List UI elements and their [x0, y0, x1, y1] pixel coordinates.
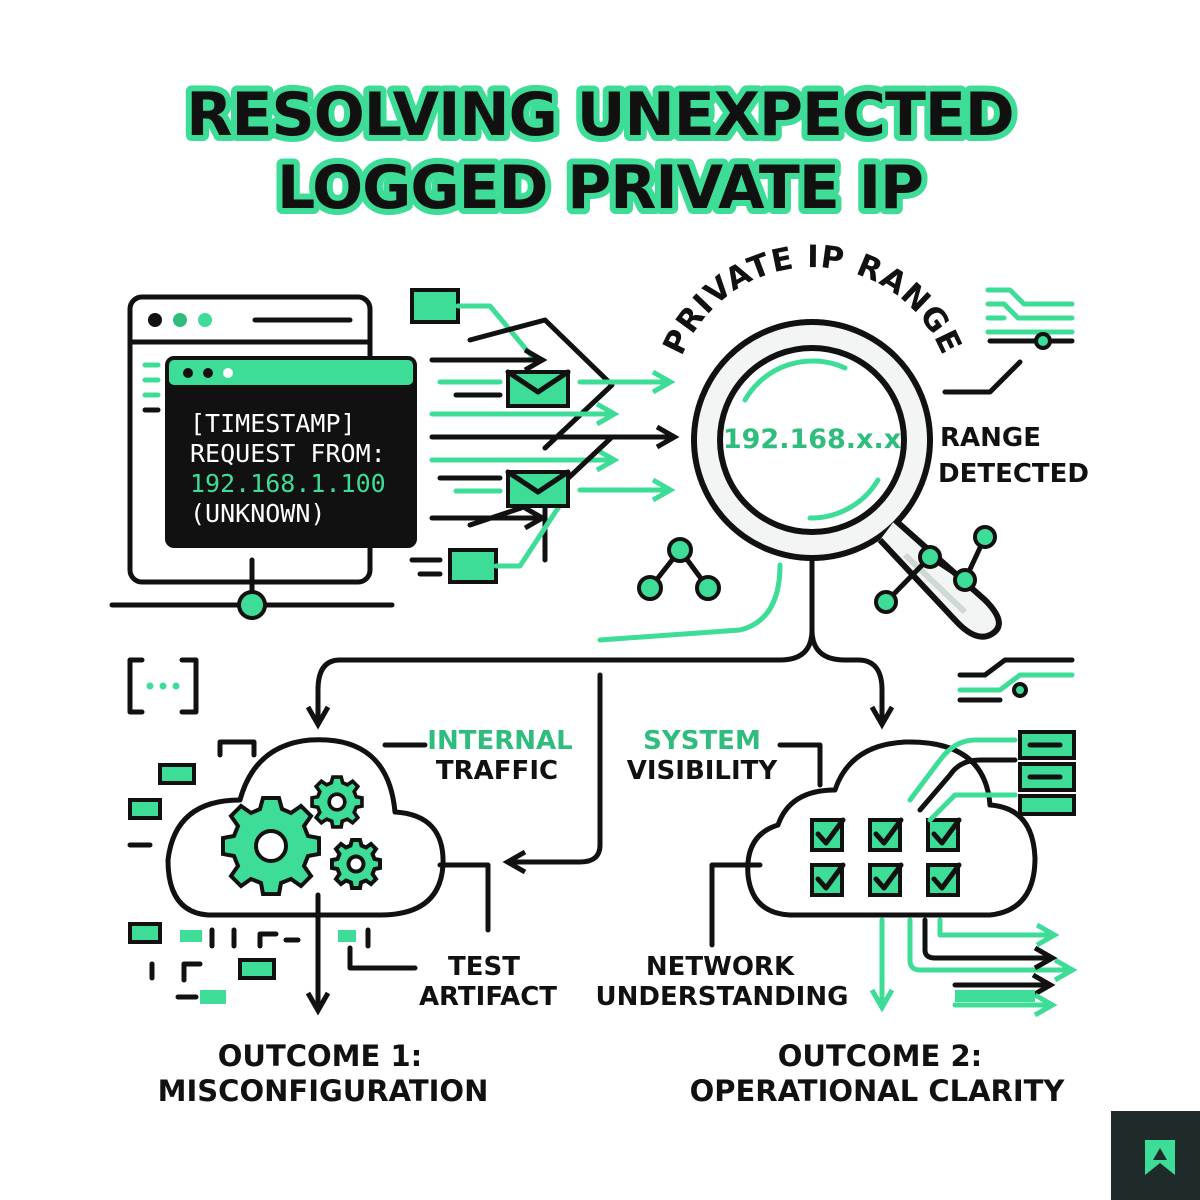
- envelope-icon-2: [505, 469, 571, 508]
- ip-range-value: 192.168.x.x: [723, 424, 901, 455]
- checkbox-icon: [926, 862, 962, 897]
- outcome-2-line-2: OPERATIONAL CLARITY: [690, 1074, 1066, 1108]
- network-node-icon-2: [874, 525, 997, 614]
- terminal-line-2: REQUEST FROM:: [190, 439, 386, 468]
- internal-traffic-line-2: TRAFFIC: [436, 756, 558, 786]
- ellipsis-bracket-icon: [127, 657, 199, 715]
- data-flow-arrows: [409, 288, 680, 584]
- outcome-1-line-2: MISCONFIGURATION: [158, 1074, 489, 1108]
- range-detected-line-1: RANGE: [940, 423, 1041, 453]
- title-line-1: RESOLVING UNEXPECTED: [186, 80, 1013, 150]
- brand-logo-icon[interactable]: [1111, 1111, 1200, 1200]
- gear-icon-small-2: [330, 838, 382, 890]
- range-detected-line-2: DETECTED: [938, 459, 1089, 489]
- data-fragments-left: [127, 739, 371, 1004]
- cloud-icon-right: [745, 739, 1038, 918]
- gear-icon: [221, 796, 321, 896]
- checkbox-icon: [926, 817, 962, 852]
- terminal-line-4: (UNKNOWN): [190, 499, 325, 528]
- terminal-icon: [TIMESTAMP] REQUEST FROM: 192.168.1.100 …: [165, 356, 417, 548]
- title: RESOLVING UNEXPECTED LOGGED PRIVATE IP: [180, 74, 1020, 229]
- network-understanding-line-1: NETWORK: [646, 952, 795, 982]
- checkbox-icon: [868, 817, 904, 852]
- magnifier-icon: 192.168.x.x: [691, 319, 1002, 640]
- network-node-icon: [637, 537, 721, 601]
- checkbox-grid: [810, 817, 962, 897]
- test-artifact-line-2: ARTIFACT: [419, 982, 557, 1012]
- gear-icon-small-1: [310, 775, 364, 829]
- checkbox-icon: [810, 817, 846, 852]
- test-artifact-line-1: TEST: [448, 952, 520, 982]
- split-connector: [305, 555, 895, 875]
- server-rack-icon: [1018, 730, 1076, 816]
- checkbox-icon: [810, 862, 846, 897]
- checkbox-icon: [868, 862, 904, 897]
- system-visibility-line-2: VISIBILITY: [627, 756, 779, 786]
- network-understanding-line-2: UNDERSTANDING: [596, 982, 849, 1012]
- internal-traffic-line-1: INTERNAL: [427, 726, 572, 756]
- terminal-line-1: [TIMESTAMP]: [190, 409, 356, 438]
- outflow-arrows-right: [869, 917, 1078, 1018]
- circuit-decoration: [942, 287, 1075, 395]
- outcome-1-line-1: OUTCOME 1:: [218, 1039, 422, 1073]
- circuit-decoration-right: [907, 657, 1075, 823]
- outcome-2-line-1: OUTCOME 2:: [778, 1039, 982, 1073]
- title-line-2: LOGGED PRIVATE IP: [277, 153, 923, 223]
- envelope-icon: [505, 369, 571, 408]
- system-visibility-line-1: SYSTEM: [643, 726, 761, 756]
- terminal-ip: 192.168.1.100: [190, 469, 386, 498]
